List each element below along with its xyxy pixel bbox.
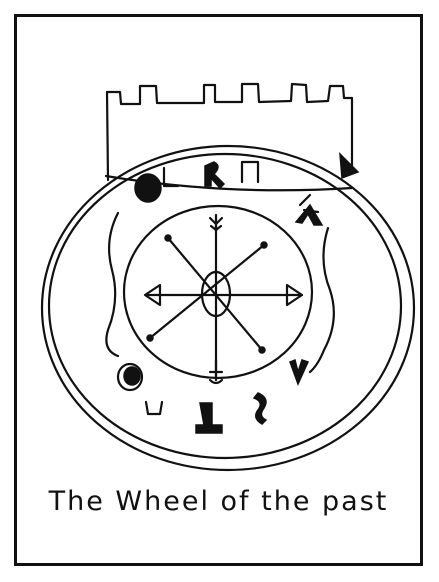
rune-u-icon xyxy=(146,402,162,414)
rune-v-icon xyxy=(290,360,308,384)
spoke-diag-2 xyxy=(150,245,264,338)
rune-o-icon xyxy=(135,174,161,202)
figure-mark-bottom xyxy=(210,360,222,383)
rune-r-icon xyxy=(205,162,224,188)
rune-o-bottom-icon xyxy=(124,367,140,385)
snake-icon xyxy=(310,228,334,372)
snake-icon xyxy=(106,213,118,356)
caption-text: The Wheel of the past xyxy=(14,486,423,517)
inner-wheel xyxy=(124,206,312,378)
rune-n-icon xyxy=(242,162,258,182)
rune-triangle-icon xyxy=(340,154,358,178)
tree-mark-top xyxy=(210,215,222,230)
hammer-icon xyxy=(196,403,222,433)
rune-a-icon xyxy=(296,205,322,225)
serpent-rune-icon xyxy=(254,393,266,424)
